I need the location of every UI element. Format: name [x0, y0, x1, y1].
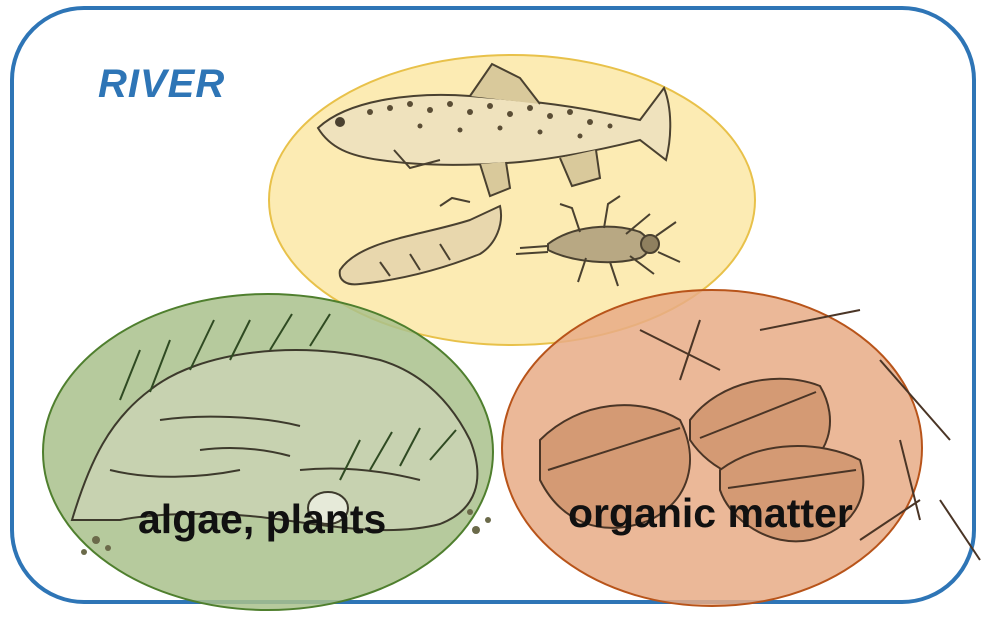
organic-circle — [502, 290, 980, 606]
organic-matter-label: organic matter — [568, 490, 853, 537]
algae-plants-label: algae, plants — [138, 496, 386, 543]
algae-circle — [43, 294, 493, 610]
